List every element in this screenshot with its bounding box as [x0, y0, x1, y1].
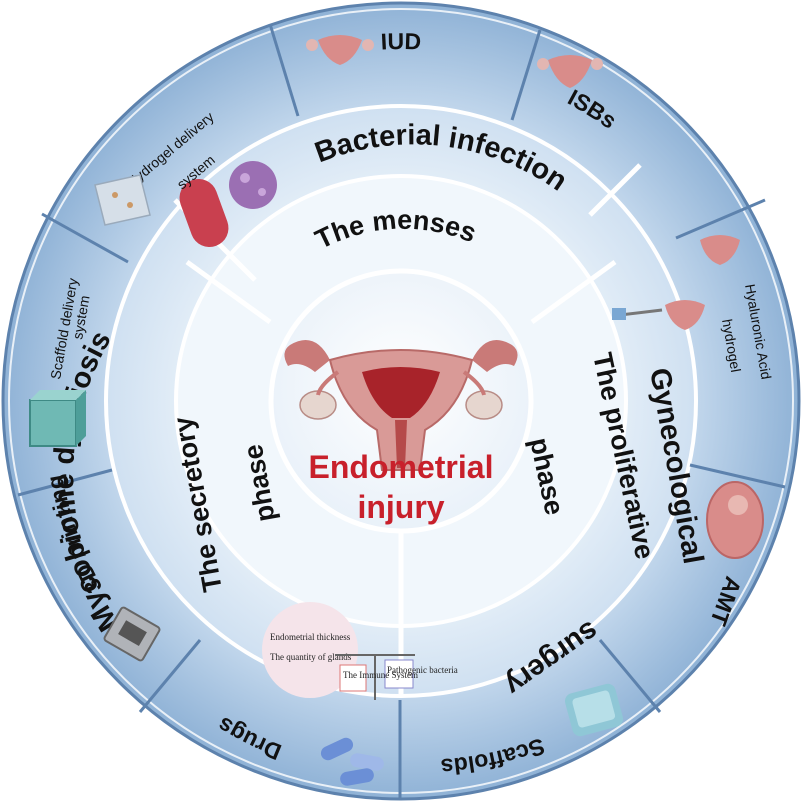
scaffold-cube-icon — [29, 390, 86, 447]
uterus-icon — [284, 340, 518, 471]
balance-pathogenic: Pathogenic bacteria — [387, 665, 458, 675]
outer-label-iud: IUD — [380, 28, 421, 55]
hyaluronic-injection-icon — [612, 235, 740, 330]
3d-printer-icon — [103, 606, 161, 662]
iud-uterus-icon — [306, 35, 374, 65]
balance-scale-illustration: Endometrial thickness The quantity of gl… — [262, 602, 458, 700]
amt-fetus-icon — [706, 481, 764, 559]
balance-glands: The quantity of glands — [270, 652, 352, 662]
isbs-uterus-icon — [537, 55, 603, 88]
balance-immune: The Immune System — [343, 670, 418, 680]
drug-capsules-icon — [320, 737, 384, 786]
svg-text:system: system — [69, 294, 92, 340]
hydrogel-cube-icon — [94, 174, 151, 226]
balance-endometrial-thickness: Endometrial thickness — [270, 632, 351, 642]
scaffold-icon — [564, 683, 624, 737]
bacteria-icon — [179, 161, 277, 248]
center-title-line2: injury — [357, 489, 444, 525]
outer-dividers — [17, 23, 786, 798]
center-title-line1: Endometrial — [309, 449, 494, 485]
